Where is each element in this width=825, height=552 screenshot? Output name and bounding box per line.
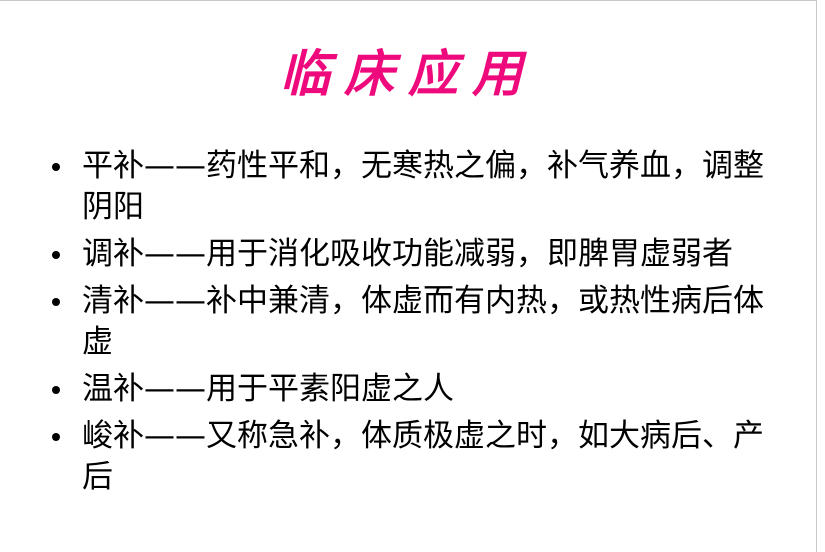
bullet-item-pingbu: 平补——药性平和，无寒热之偏，补气养血，调整阴阳 xyxy=(50,146,770,228)
bullet-item-tiaobu: 调补——用于消化吸收功能减弱，即脾胃虚弱者 xyxy=(50,234,770,275)
bullet-dot-icon xyxy=(52,298,60,306)
bullet-dot-icon xyxy=(52,251,60,259)
bullet-item-qingbu: 清补——补中兼清，体虚而有内热，或热性病后体虚 xyxy=(50,281,770,363)
bullet-dot-icon xyxy=(52,386,60,394)
slide-top-border xyxy=(0,0,816,1)
bullet-list: 平补——药性平和，无寒热之偏，补气养血，调整阴阳 调补——用于消化吸收功能减弱，… xyxy=(50,146,770,504)
bullet-text: 调补——用于消化吸收功能减弱，即脾胃虚弱者 xyxy=(82,236,733,272)
slide-title: 临床应用 xyxy=(280,44,536,103)
bullet-item-wenbu: 温补——用于平素阳虚之人 xyxy=(50,369,770,410)
bullet-text: 温补——用于平素阳虚之人 xyxy=(82,371,454,407)
bullet-dot-icon xyxy=(52,433,60,441)
bullet-item-junbu: 峻补——又称急补，体质极虚之时，如大病后、产后 xyxy=(50,416,770,498)
bullet-dot-icon xyxy=(52,163,60,171)
bullet-text: 平补——药性平和，无寒热之偏，补气养血，调整阴阳 xyxy=(82,148,764,225)
bullet-text: 清补——补中兼清，体虚而有内热，或热性病后体虚 xyxy=(82,283,764,360)
bullet-text: 峻补——又称急补，体质极虚之时，如大病后、产后 xyxy=(82,418,764,495)
slide-right-border xyxy=(816,0,817,552)
